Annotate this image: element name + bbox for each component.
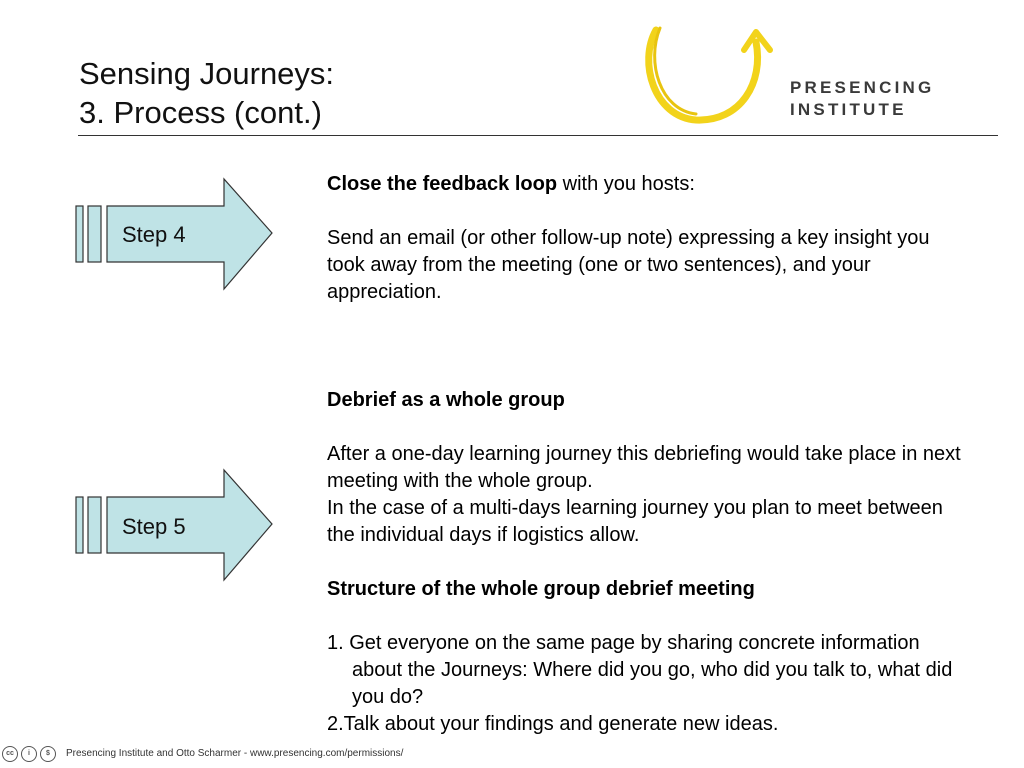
step-4-arrow: Step 4 [74, 176, 279, 296]
presencing-logo-icon [645, 26, 773, 124]
structure-heading-bold: Structure of the whole group debrief mee… [327, 578, 755, 600]
step-4-label: Step 4 [122, 222, 186, 247]
body-content: Close the feedback loop with you hosts: … [327, 171, 967, 738]
section-debrief-heading: Debrief as a whole group [327, 387, 967, 414]
step-5-arrow: Step 5 [74, 467, 279, 587]
page-title: Sensing Journeys: 3. Process (cont.) [79, 54, 334, 132]
logo-wordmark: PRESENCING INSTITUTE [790, 77, 934, 121]
logo-line-2: INSTITUTE [790, 100, 907, 119]
nc-icon[interactable]: $ [40, 746, 56, 762]
footer-credit: Presencing Institute and Otto Scharmer -… [66, 748, 404, 759]
license-icons: cc i $ [2, 746, 56, 762]
feedback-body: Send an email (or other follow-up note) … [327, 227, 930, 303]
structure-item-2: 2.Talk about your findings and generate … [327, 713, 779, 735]
debrief-heading-bold: Debrief as a whole group [327, 389, 565, 411]
step-arrow-icon [75, 177, 273, 291]
feedback-heading-bold: Close the feedback loop [327, 173, 558, 195]
cc-icon[interactable]: cc [2, 746, 18, 762]
by-icon[interactable]: i [21, 746, 37, 762]
debrief-body-1: After a one-day learning journey this de… [327, 443, 961, 492]
debrief-body-2: In the case of a multi-days learning jou… [327, 497, 943, 546]
title-line-2: 3. Process (cont.) [79, 95, 322, 130]
step-arrow-icon [75, 468, 273, 582]
feedback-heading-rest: with you hosts: [557, 173, 695, 195]
footer: cc i $ Presencing Institute and Otto Sch… [0, 744, 1024, 766]
step-5-label: Step 5 [122, 514, 186, 539]
logo-line-1: PRESENCING [790, 78, 935, 97]
header-divider [78, 135, 998, 136]
section-structure-heading: Structure of the whole group debrief mee… [327, 576, 967, 603]
title-line-1: Sensing Journeys: [79, 56, 335, 91]
structure-item-1: 1. Get everyone on the same page by shar… [327, 632, 953, 708]
section-feedback-heading: Close the feedback loop with you hosts: [327, 171, 967, 198]
